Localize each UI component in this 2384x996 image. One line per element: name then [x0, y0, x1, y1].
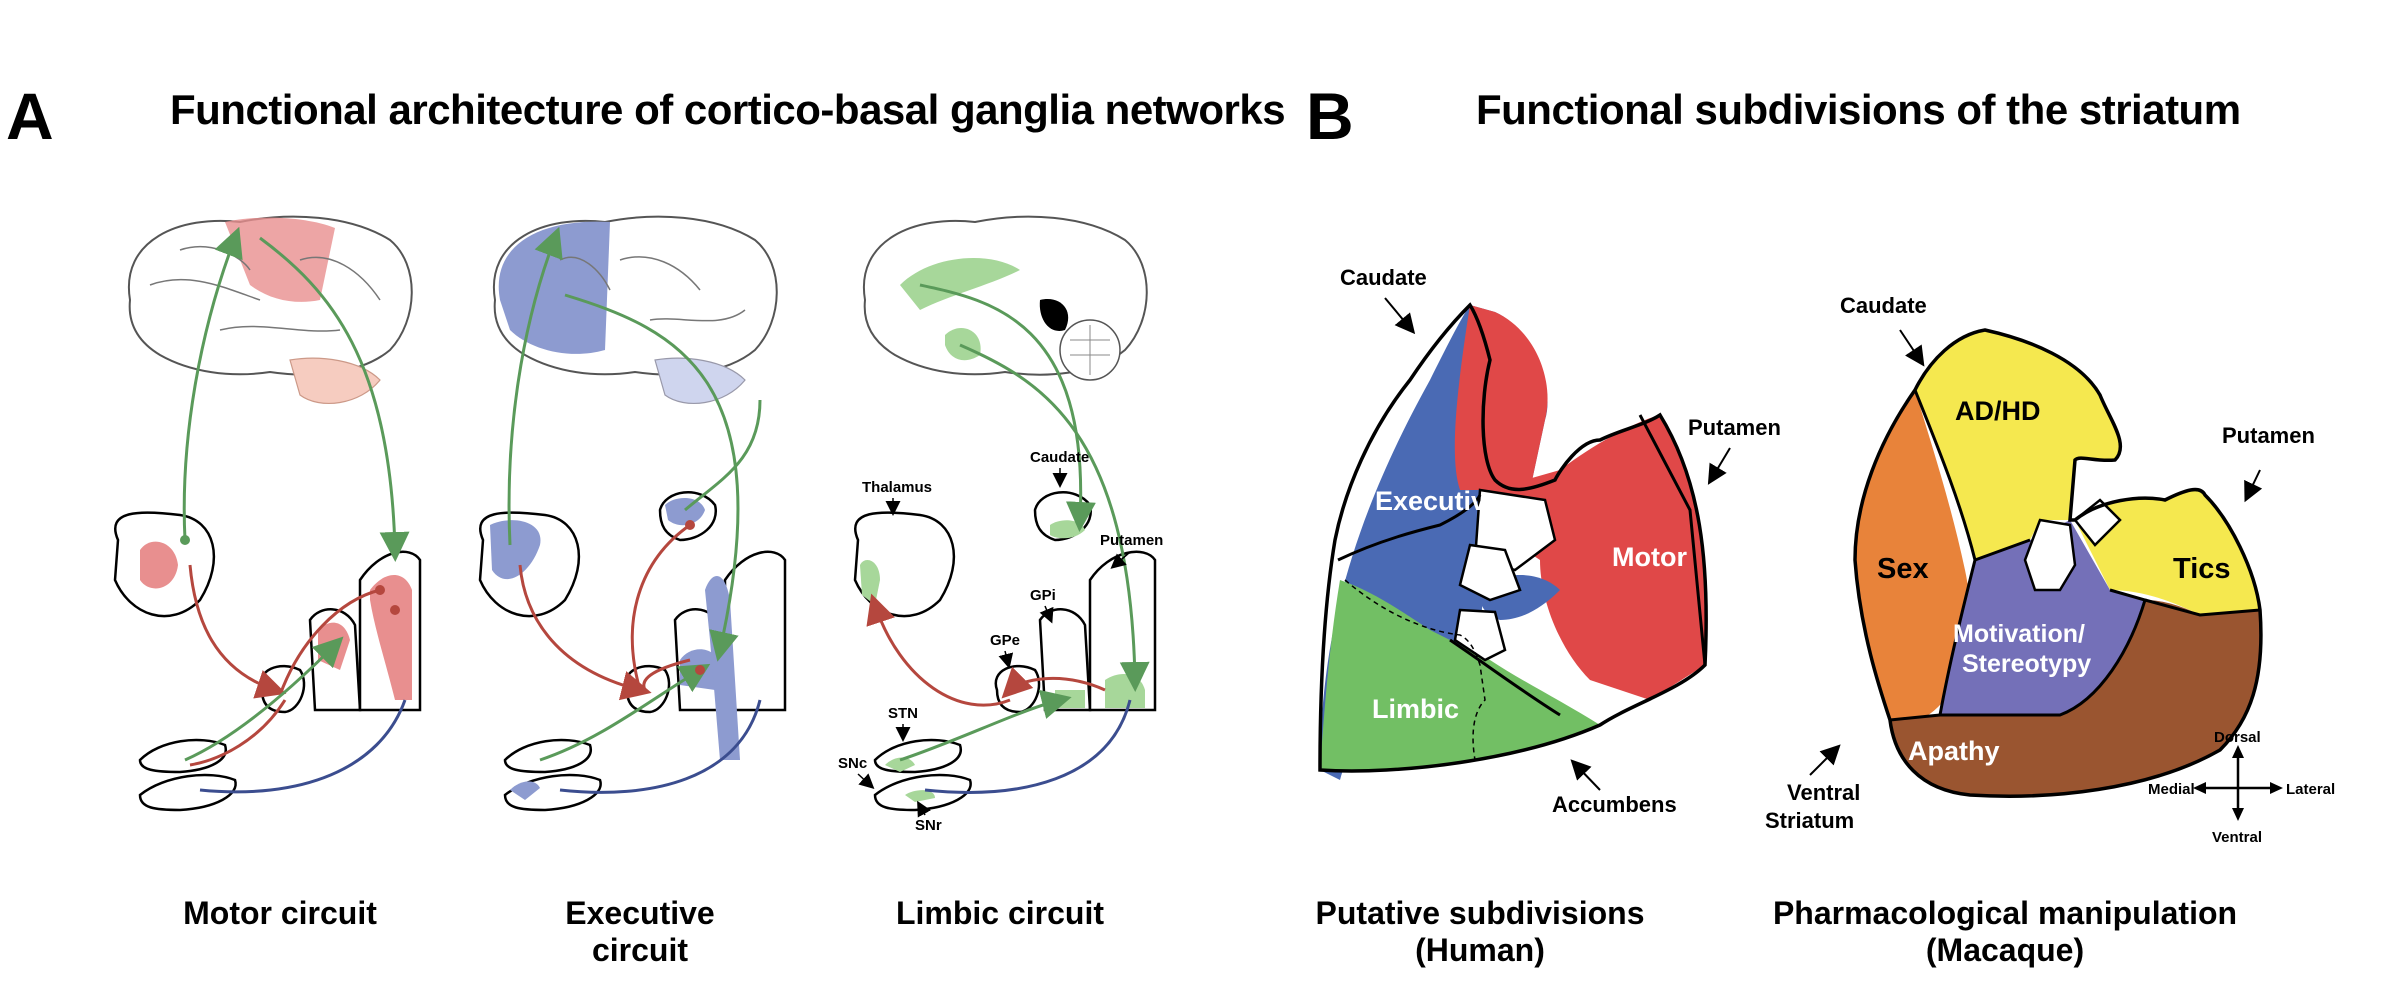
region-motor: Motor [1612, 542, 1687, 572]
caption-motor-circuit: Motor circuit [183, 895, 377, 931]
macaque-label-striatum: Striatum [1765, 808, 1854, 833]
region-stereotypy: Stereotypy [1962, 650, 2091, 678]
caption-limbic-circuit: Limbic circuit [895, 895, 1105, 931]
human-striatum: Executive Motor Limbic Caudate Putamen A… [1318, 265, 1781, 817]
limbic-brain [862, 215, 1148, 381]
limbic-circuit: Thalamus Caudate Putamen GPi GPe STN SNc… [838, 215, 1163, 834]
label-caudate: Caudate [1030, 449, 1089, 466]
executive-circuit [478, 215, 787, 812]
caption-human-subdivisions: Putative subdivisions (Human) [1315, 895, 1645, 968]
caption-macaque-manipulation: Pharmacological manipulation (Macaque) [1772, 895, 2238, 968]
orientation-compass: Dorsal Ventral Medial Lateral [2148, 729, 2335, 846]
region-adhd: AD/HD [1955, 396, 2041, 426]
human-label-accumbens: Accumbens [1552, 792, 1677, 817]
executive-brain [492, 215, 778, 404]
region-tics: Tics [2173, 553, 2231, 585]
macaque-label-ventral: Ventral [1787, 780, 1860, 805]
limbic-pathways [866, 283, 1150, 794]
panel-b-letter: B [1306, 79, 1354, 153]
region-apathy: Apathy [1908, 736, 2000, 766]
macaque-striatum: AD/HD Sex Tics Motivation/ Stereotypy Ap… [1765, 293, 2315, 833]
label-thalamus: Thalamus [862, 479, 932, 496]
region-limbic: Limbic [1372, 694, 1459, 724]
compass-medial: Medial [2148, 781, 2195, 798]
label-gpe: GPe [990, 632, 1020, 649]
human-label-caudate: Caudate [1340, 265, 1427, 290]
panel-b-title: Functional subdivisions of the striatum [1476, 86, 2241, 133]
region-sex: Sex [1877, 553, 1929, 585]
panel-a-title: Functional architecture of cortico-basal… [170, 86, 1286, 133]
label-putamen: Putamen [1100, 532, 1163, 549]
label-stn: STN [888, 705, 918, 722]
motor-pathways [182, 226, 410, 794]
panel-a-letter: A [6, 79, 54, 153]
macaque-label-caudate: Caudate [1840, 293, 1927, 318]
region-executive: Executive [1375, 486, 1501, 516]
executive-pathways [507, 226, 762, 794]
region-motivation: Motivation/ [1953, 620, 2085, 648]
compass-dorsal: Dorsal [2214, 729, 2261, 746]
human-label-putamen: Putamen [1688, 415, 1781, 440]
motor-circuit [113, 215, 422, 812]
macaque-label-putamen: Putamen [2222, 423, 2315, 448]
label-gpi: GPi [1030, 587, 1056, 604]
compass-ventral: Ventral [2212, 829, 2262, 846]
caption-executive-circuit: Executive circuit [565, 895, 715, 968]
label-snr: SNr [915, 817, 942, 834]
label-snc: SNc [838, 755, 867, 772]
motor-nuclei [113, 511, 422, 812]
compass-lateral: Lateral [2286, 781, 2335, 798]
